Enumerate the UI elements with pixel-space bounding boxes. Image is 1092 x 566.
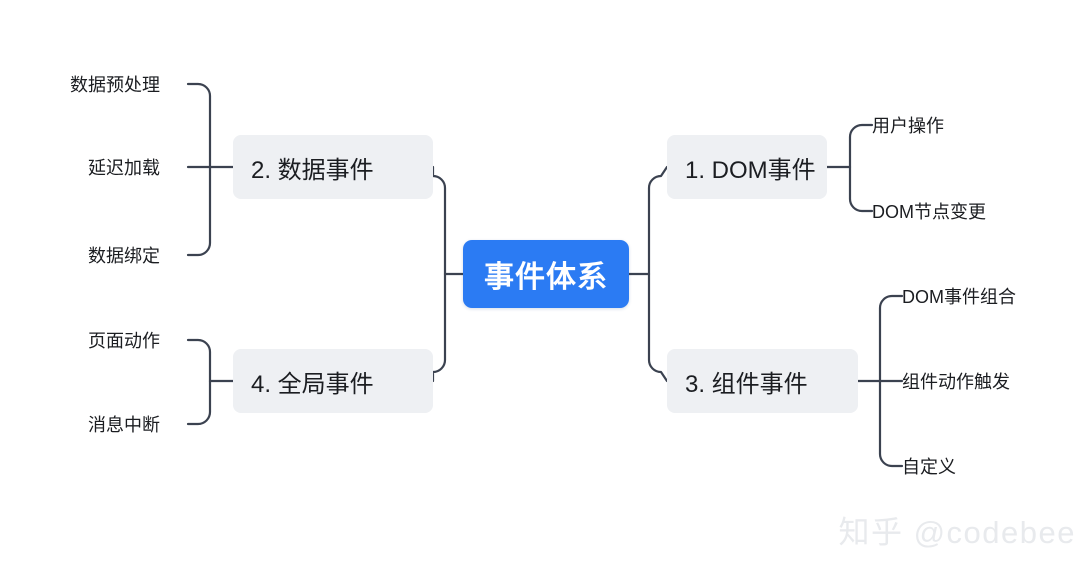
branch-node-dom-events[interactable]: 1. DOM事件 [667, 135, 827, 199]
leaf-label-user-action: 用户操作 [872, 116, 944, 136]
leaf-label-data-binding: 数据绑定 [88, 246, 160, 266]
data-events-to-c1 [186, 82, 212, 169]
root-node[interactable]: 事件体系 [463, 240, 629, 308]
leaf-node-data-binding[interactable]: 数据绑定 [0, 241, 188, 269]
branch-label-dom-events: 1. DOM事件 [685, 156, 816, 184]
leaf-label-lazy-load: 延迟加载 [88, 158, 160, 178]
leaf-label-page-action: 页面动作 [88, 331, 160, 351]
leaf-node-component-action-trigger[interactable]: 组件动作触发 [902, 367, 1010, 395]
branch-label-global-events: 4. 全局事件 [251, 370, 374, 398]
component-events-to-c1 [878, 294, 904, 383]
branch-node-data-events[interactable]: 2. 数据事件 [233, 135, 433, 199]
leaf-label-data-preprocess: 数据预处理 [70, 75, 160, 95]
leaf-label-component-action-trigger: 组件动作触发 [902, 372, 1010, 392]
leaf-node-custom[interactable]: 自定义 [902, 452, 956, 480]
data-events-to-c3 [186, 165, 212, 257]
watermark: 知乎 @codebee [838, 515, 1076, 550]
leaf-label-dom-node-change: DOM节点变更 [872, 202, 986, 222]
leaf-label-custom: 自定义 [902, 457, 956, 477]
leaf-node-data-preprocess[interactable]: 数据预处理 [0, 70, 188, 98]
branch-label-component-events: 3. 组件事件 [685, 370, 808, 398]
branch-node-global-events[interactable]: 4. 全局事件 [233, 349, 433, 413]
leaf-label-dom-event-combo: DOM事件组合 [902, 287, 1016, 307]
leaf-node-user-action[interactable]: 用户操作 [872, 111, 944, 139]
root-to-data-events [431, 165, 447, 276]
leaf-node-message-interrupt[interactable]: 消息中断 [0, 410, 188, 438]
dom-events-to-c1 [848, 123, 874, 169]
branch-node-component-events[interactable]: 3. 组件事件 [667, 349, 858, 413]
leaf-node-page-action[interactable]: 页面动作 [0, 326, 188, 354]
component-events-to-c3 [878, 379, 904, 468]
branch-label-data-events: 2. 数据事件 [251, 156, 374, 184]
leaf-node-dom-event-combo[interactable]: DOM事件组合 [902, 282, 1016, 310]
root-to-component-events [647, 272, 669, 383]
root-node-label: 事件体系 [484, 261, 608, 294]
leaf-label-message-interrupt: 消息中断 [88, 415, 160, 435]
leaf-node-lazy-load[interactable]: 延迟加载 [0, 153, 188, 181]
dom-events-to-c2 [848, 165, 874, 213]
root-to-dom-events [647, 165, 669, 276]
leaf-node-dom-node-change[interactable]: DOM节点变更 [872, 197, 986, 225]
root-to-global-events [431, 272, 447, 383]
global-events-to-c1 [186, 338, 212, 383]
global-events-to-c2 [186, 379, 212, 426]
